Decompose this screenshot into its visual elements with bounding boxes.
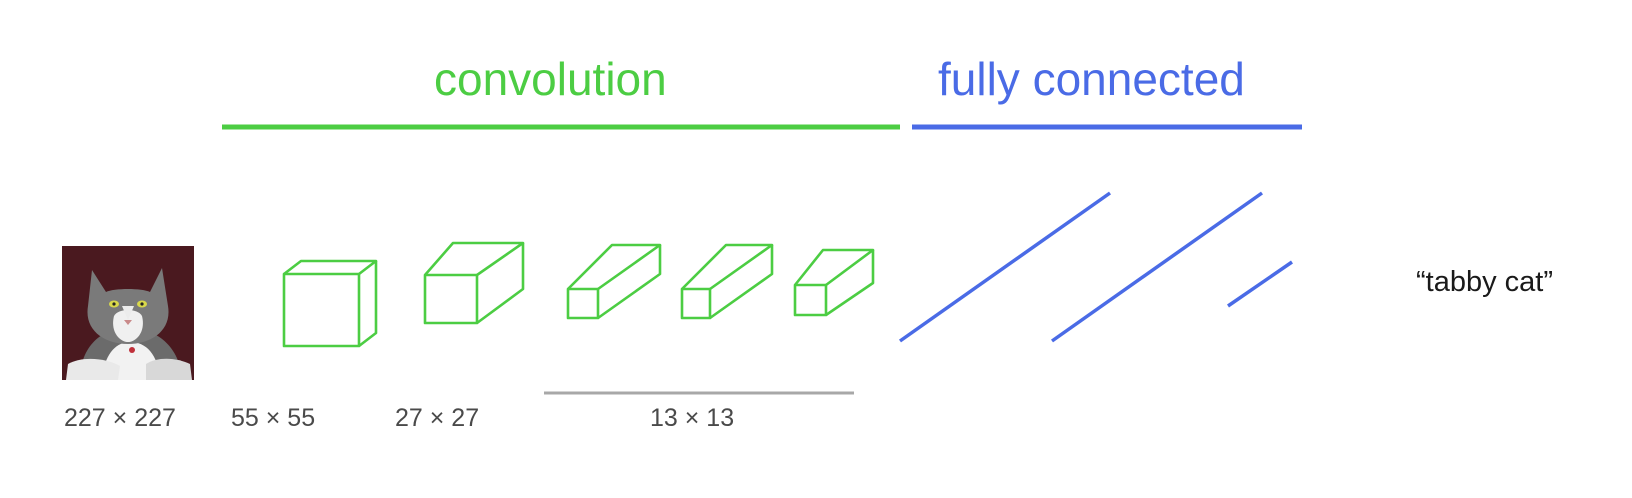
conv2-volume: [423, 241, 525, 325]
fc8-layer: [1227, 260, 1293, 308]
convolution-title: convolution: [434, 53, 667, 105]
conv4-volume: [680, 243, 774, 320]
conv3-5-size-label: 13 × 13: [650, 404, 735, 432]
fc6-layer: [898, 191, 1112, 343]
fc7-layer: [1050, 191, 1264, 343]
conv1-size-label: 55 × 55: [231, 404, 316, 432]
cat-photo-icon: [62, 246, 194, 380]
conv5-volume: [793, 248, 875, 317]
conv1-volume: [282, 259, 378, 348]
conv3-volume: [566, 243, 662, 320]
input-size-label: 227 × 227: [64, 404, 176, 432]
conv2-size-label: 27 × 27: [395, 404, 480, 432]
output-class-label: “tabby cat”: [1416, 266, 1553, 298]
fully-connected-title: fully connected: [938, 53, 1245, 105]
